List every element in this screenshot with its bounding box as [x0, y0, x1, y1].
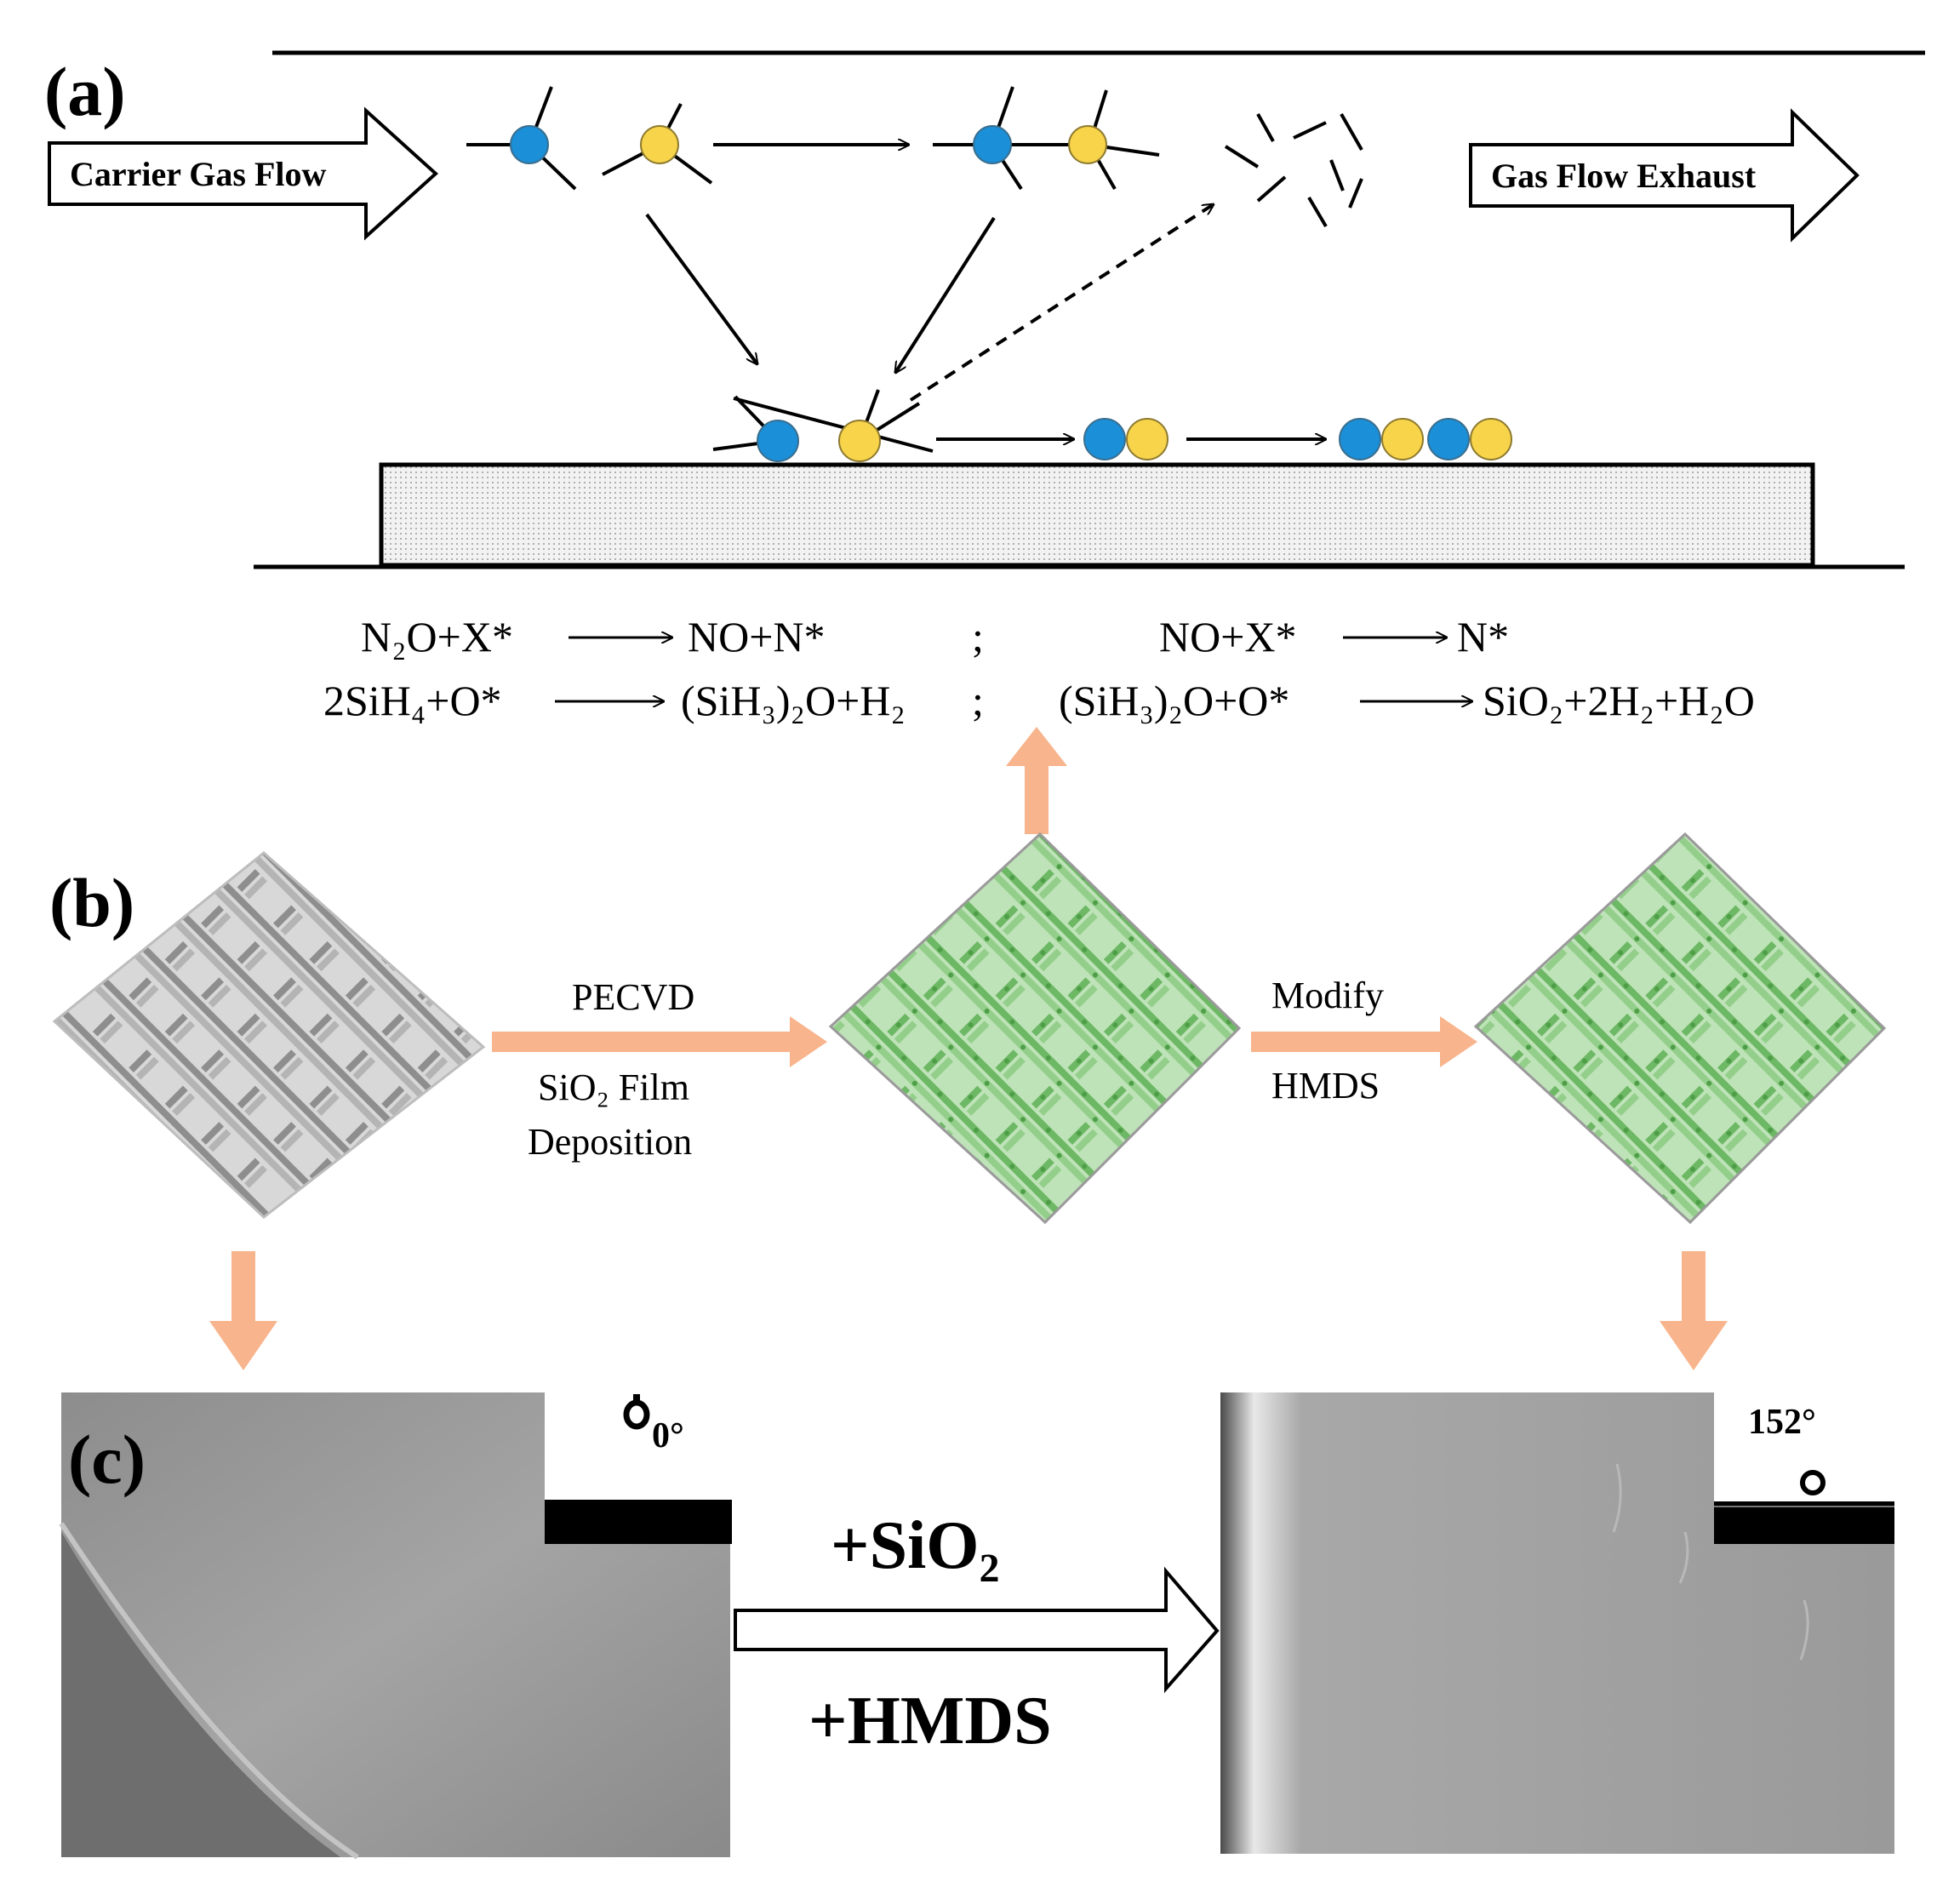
yellow-atom — [1470, 418, 1512, 460]
exhaust-label: Gas Flow Exhaust — [1491, 157, 1757, 195]
coated-fabric — [828, 832, 1242, 1225]
eq-separator-2: ; — [972, 677, 984, 724]
molecule-group-1 — [466, 86, 713, 191]
carrier-gas-arrow: Carrier Gas Flow — [48, 106, 438, 241]
surface-molecule — [712, 389, 934, 462]
contact-angle-inset-left: 0° — [545, 1392, 732, 1544]
eq1-rhs: NO+N* — [688, 613, 826, 660]
arrow-down-right — [1660, 1251, 1728, 1370]
pecvd-label: PECVD — [572, 976, 694, 1018]
yellow-atom — [1068, 125, 1107, 164]
adsorption-arrow-left — [645, 213, 757, 364]
surface-pair — [1083, 418, 1168, 460]
blue-atom — [973, 125, 1012, 164]
blue-atom — [757, 420, 799, 462]
hmds-step-arrow: Modify HMDS — [1251, 975, 1477, 1106]
panel-b-label: (b) — [49, 864, 134, 941]
treatment-arrow: +SiO₂ +HMDS — [734, 1508, 1220, 1758]
eq4-lhs: (SiH₃)₂O+O* — [1059, 677, 1289, 724]
bare-fabric — [52, 851, 486, 1219]
hmds-label: HMDS — [1271, 1065, 1380, 1106]
modify-label: Modify — [1271, 975, 1384, 1016]
deposition-label: Deposition — [528, 1121, 692, 1163]
byproduct-fragments — [1224, 113, 1363, 228]
eq4-rhs: SiO₂+2H₂+H₂O — [1483, 677, 1755, 724]
adsorption-arrow-right — [895, 216, 996, 373]
modified-fabric — [1473, 832, 1887, 1225]
film-chain — [1339, 418, 1512, 460]
contact-angle-right: 152° — [1748, 1403, 1816, 1442]
eq2-lhs: NO+X* — [1159, 613, 1297, 660]
blue-atom — [1427, 418, 1470, 460]
arrow-up-to-equations — [1006, 727, 1067, 834]
yellow-atom — [1381, 418, 1424, 460]
blue-atom — [1083, 418, 1126, 460]
eq1-lhs: N₂O+X* — [361, 613, 513, 660]
sio2-film-label: SiO₂ Film — [538, 1066, 689, 1108]
panel-a-label: (a) — [44, 53, 126, 130]
desorption-arrow — [909, 204, 1214, 402]
substrate — [379, 462, 1815, 568]
contact-angle-inset-right: 152° — [1714, 1392, 1894, 1544]
eq2-rhs: N* — [1457, 613, 1509, 660]
arrow-down-left — [209, 1251, 277, 1370]
yellow-atom — [640, 125, 679, 164]
eq3-lhs: 2SiH₄+O* — [323, 677, 502, 724]
contact-angle-left: 0° — [652, 1416, 684, 1455]
pecvd-step-arrow: PECVD SiO₂ Film Deposition — [492, 976, 827, 1163]
blue-atom — [510, 125, 549, 164]
carrier-gas-label: Carrier Gas Flow — [70, 155, 327, 193]
reaction-equations: N₂O+X* NO+N* ; NO+X* N* 2SiH₄+O* (SiH₃)₂… — [323, 613, 1755, 724]
yellow-atom — [838, 420, 881, 462]
treatment-sio2-label: +SiO₂ — [831, 1508, 1000, 1583]
yellow-atom — [1126, 418, 1168, 460]
droplet-icon — [1800, 1470, 1826, 1495]
eq3-rhs: (SiH₃)₂O+H₂ — [681, 677, 906, 724]
exhaust-arrow: Gas Flow Exhaust — [1469, 108, 1860, 243]
panel-c-label: (c) — [68, 1421, 146, 1498]
eq-separator-1: ; — [972, 613, 984, 660]
treatment-hmds-label: +HMDS — [809, 1684, 1052, 1758]
molecule-group-2 — [933, 86, 1160, 191]
blue-atom — [1339, 418, 1381, 460]
